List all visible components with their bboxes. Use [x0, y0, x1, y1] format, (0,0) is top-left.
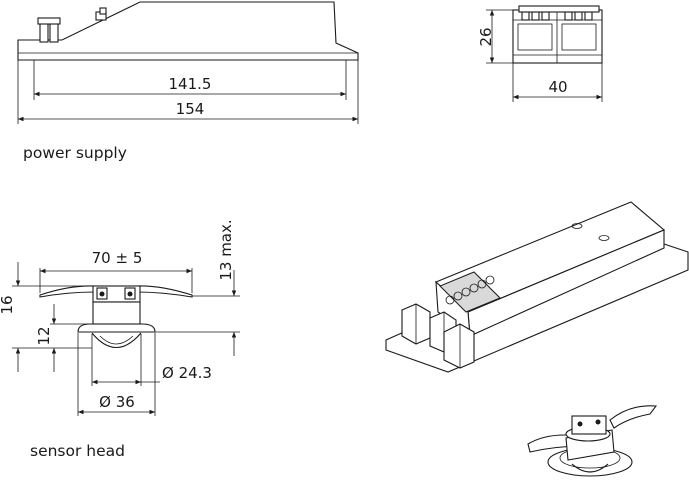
sensor-head-side-view	[39, 285, 193, 348]
dimension-height: 26	[477, 9, 513, 64]
dimension-width: 40	[512, 63, 603, 102]
dim-max-label: 13 max.	[217, 219, 235, 280]
dim-span-label: 70 ± 5	[92, 249, 143, 267]
dim-height-total-label: 16	[0, 295, 16, 314]
power-supply-side-view	[17, 1, 359, 61]
dim-height-body-label: 12	[35, 326, 53, 345]
dimension-diameter-body: Ø 36	[77, 333, 156, 416]
dimension-span: 70 ± 5	[39, 249, 193, 293]
sensor-head-caption: sensor head	[30, 442, 125, 460]
dimension-length-outer: 154	[17, 60, 359, 124]
power-supply-isometric-view	[385, 201, 689, 373]
dimension-height-total: 16	[0, 262, 93, 372]
dimension-height-body: 12	[35, 304, 93, 372]
dimension-diameter-lens: Ø 24.3	[91, 334, 212, 386]
dim-length-inner-label: 141.5	[169, 75, 212, 93]
dim-height-label: 26	[477, 27, 495, 46]
dimension-max: 13 max.	[155, 219, 240, 356]
power-supply-end-view	[512, 5, 603, 64]
dim-diameter-body-label: Ø 36	[99, 393, 135, 411]
dim-length-outer-label: 154	[176, 100, 205, 118]
sensor-head-isometric-view	[527, 405, 658, 477]
power-supply-caption: power supply	[23, 144, 127, 162]
dim-width-label: 40	[548, 78, 567, 96]
dimension-length-inner: 141.5	[33, 60, 347, 100]
dim-diameter-lens-label: Ø 24.3	[162, 364, 212, 382]
